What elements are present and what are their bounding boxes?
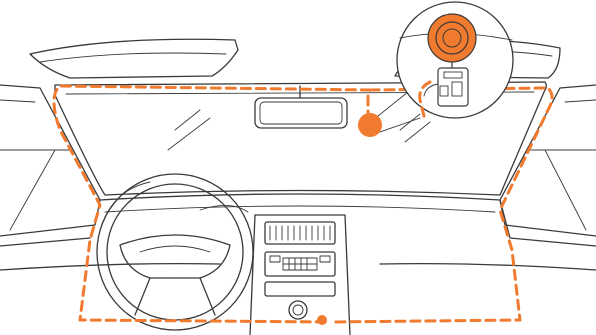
left-a-pillar <box>0 85 100 236</box>
steering-wheel <box>97 174 253 330</box>
cable-route <box>54 86 552 322</box>
power-outlet-marker <box>317 315 327 325</box>
air-vent <box>270 226 330 240</box>
dash-camera-icon <box>438 62 468 106</box>
rear-view-mirror <box>255 86 347 128</box>
mount-point-marker <box>358 113 382 137</box>
camera-mount-icon <box>428 13 476 62</box>
camera-detail-circle <box>397 2 513 118</box>
center-console <box>250 215 350 335</box>
